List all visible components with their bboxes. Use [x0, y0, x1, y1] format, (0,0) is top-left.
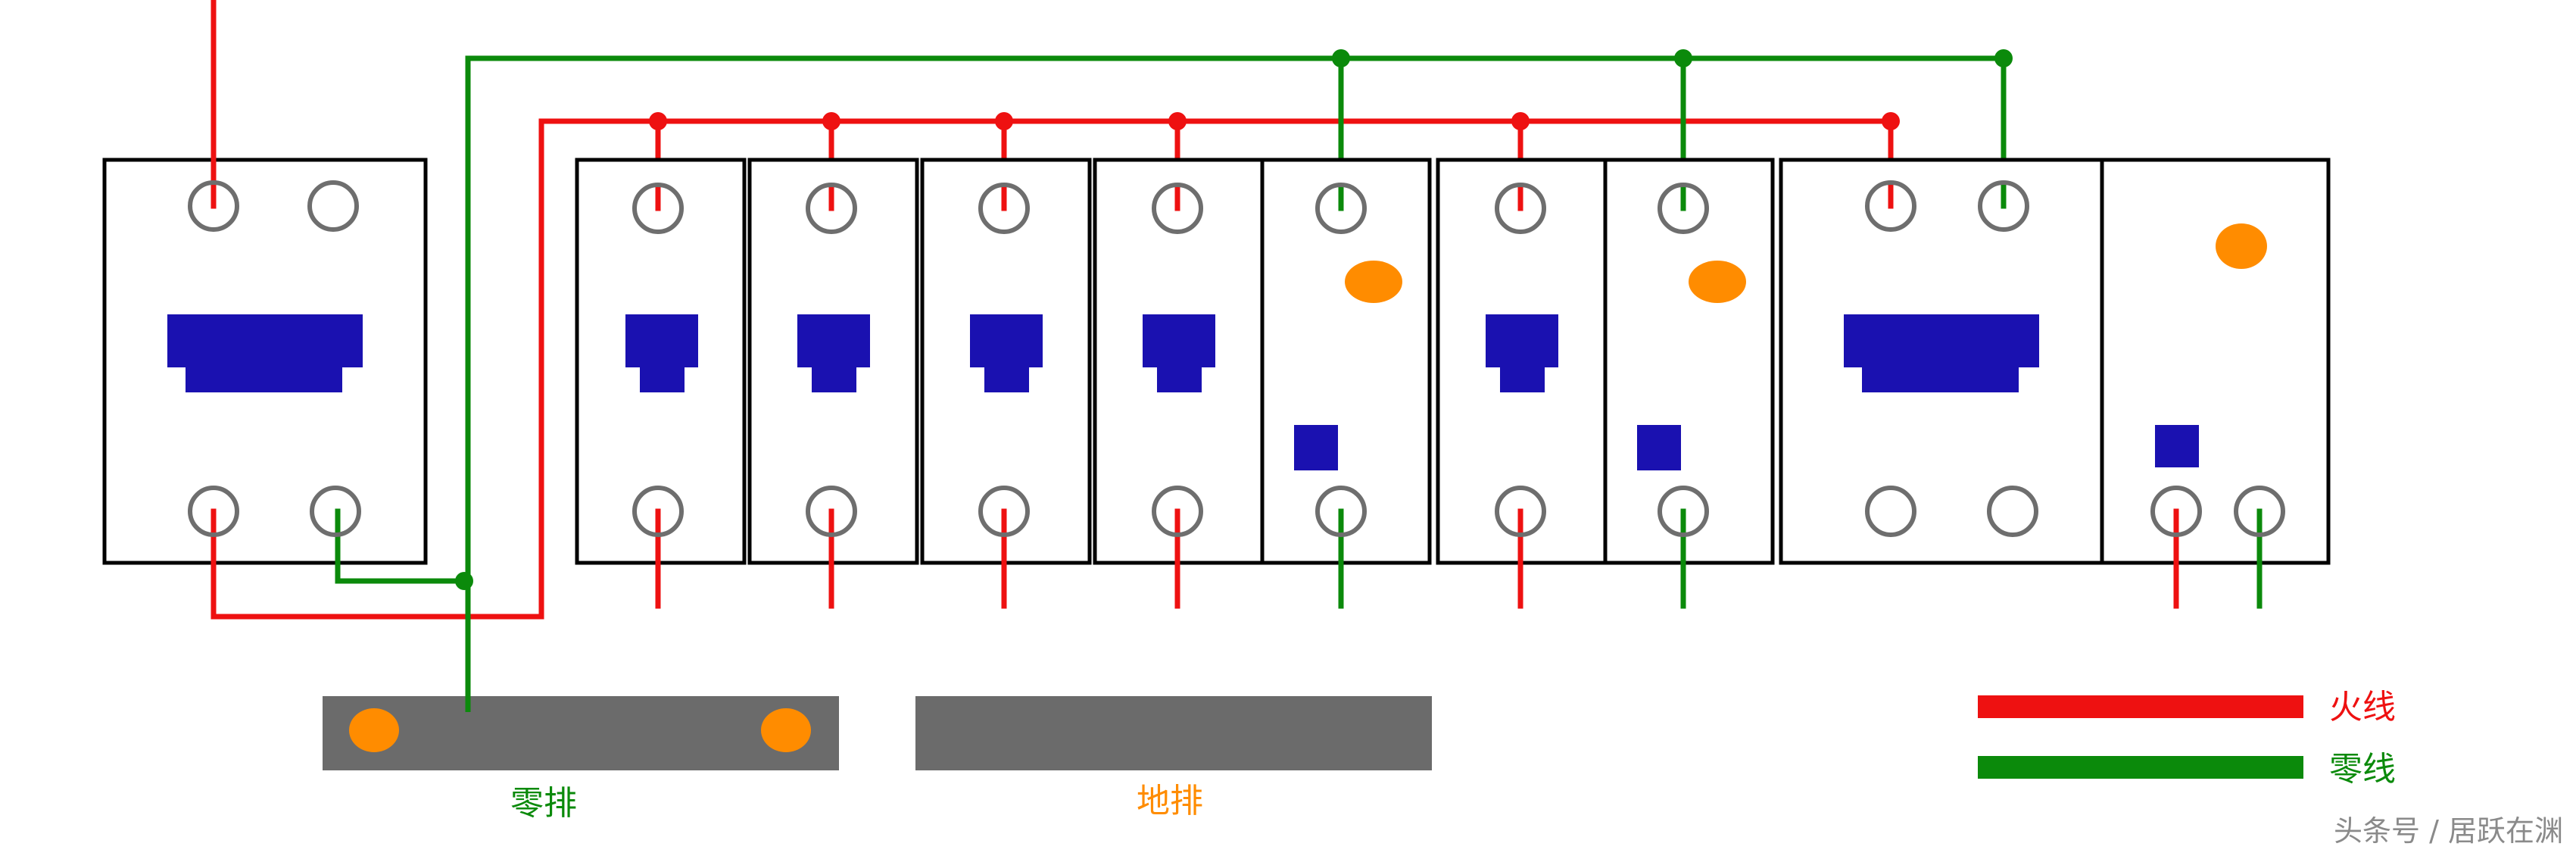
junction-dots — [455, 49, 2013, 590]
branch-breaker-3 — [920, 158, 1092, 565]
terminal — [1865, 180, 1916, 232]
test-button — [1637, 425, 1681, 470]
test-button — [2155, 425, 2199, 467]
branch-breaker-1 — [575, 158, 747, 565]
legend-neutral-swatch — [1978, 756, 2303, 779]
terminal — [632, 183, 684, 234]
terminal — [806, 183, 857, 234]
terminal — [188, 486, 239, 537]
test-button — [1294, 425, 1338, 470]
terminal — [978, 183, 1030, 234]
terminal — [188, 180, 239, 232]
rcd-module-2 — [1603, 158, 1775, 565]
terminal — [310, 486, 361, 537]
terminal — [978, 486, 1030, 537]
legend-live-swatch — [1978, 695, 2303, 718]
main-live-out-wire — [211, 118, 544, 620]
terminal — [1978, 180, 2029, 232]
ground-bar-label: 地排 — [1137, 782, 1203, 820]
terminal — [1315, 486, 1367, 537]
toggle-handle — [1844, 314, 2039, 367]
neutral-wires — [335, 55, 2263, 715]
toggle-handle — [1143, 314, 1215, 367]
watermark: 头条号 / 居跃在渊 — [2334, 814, 2563, 848]
indicator-light — [2216, 223, 2267, 269]
terminal — [1987, 486, 2038, 537]
ground-bar: 地排 — [915, 696, 1432, 820]
toggle-handle — [797, 314, 870, 367]
terminal — [1495, 486, 1546, 537]
terminal — [2234, 486, 2285, 537]
toggle-handle — [970, 314, 1043, 367]
neutral-bar-label: 零排 — [510, 784, 577, 823]
toggle-handle — [625, 314, 698, 367]
branch-breaker-5 — [1436, 158, 1608, 565]
terminal — [307, 180, 359, 232]
toggle-handle — [167, 314, 363, 367]
branch-breaker-2 — [747, 158, 919, 565]
indicator-light — [1345, 261, 1402, 303]
rcd-module-3 — [2100, 158, 2331, 565]
terminal-screws — [188, 180, 2285, 537]
terminal — [2150, 486, 2202, 537]
terminal — [1152, 486, 1203, 537]
branch-breaker-4 — [1093, 158, 1265, 565]
terminal — [1865, 486, 1916, 537]
neutral-bar: 零排 — [323, 696, 839, 823]
main-breaker — [102, 158, 428, 565]
legend-neutral-label: 零线 — [2329, 750, 2396, 789]
bar-screw — [349, 708, 399, 752]
terminal — [806, 486, 857, 537]
legend: 火线 零线 — [1978, 688, 2396, 789]
bar-screw — [761, 708, 811, 752]
terminal — [1658, 183, 1709, 234]
toggle-handle — [1486, 314, 1558, 367]
terminal — [1315, 183, 1367, 234]
legend-live-label: 火线 — [2329, 688, 2396, 726]
terminal — [1152, 183, 1203, 234]
indicator-light — [1689, 261, 1746, 303]
terminal — [1495, 183, 1546, 234]
terminal — [632, 486, 684, 537]
terminal — [1658, 486, 1709, 537]
double-breaker — [1779, 158, 2104, 565]
rcd-module-1 — [1260, 158, 1432, 565]
